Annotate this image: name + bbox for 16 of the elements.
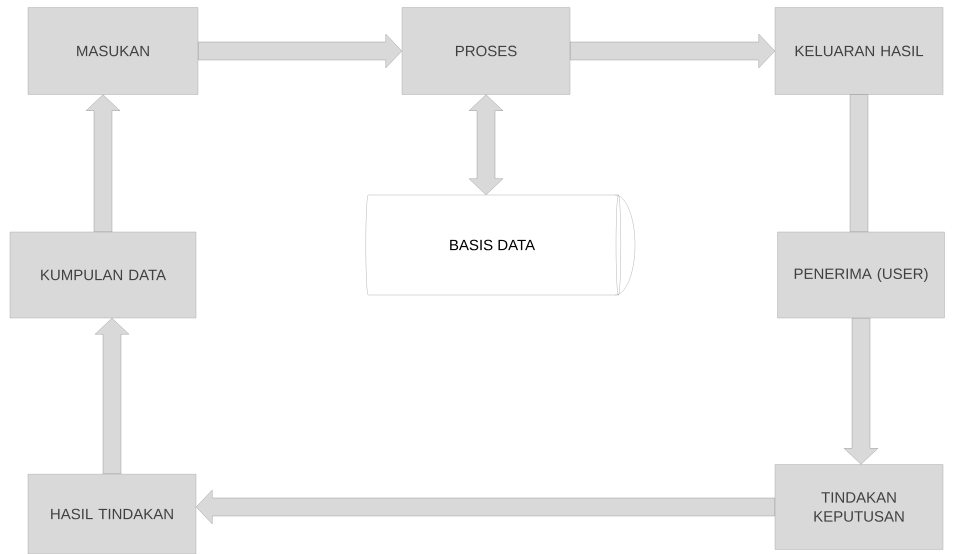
process-box: KUMPULAN DATA (10, 232, 196, 318)
block-arrow (850, 94, 868, 232)
cylinder: BASIS DATA (366, 194, 636, 296)
block-arrow (86, 94, 120, 232)
block-arrow (196, 490, 775, 524)
process-box: TINDAKAN KEPUTUSAN (774, 464, 944, 550)
block-arrow (468, 94, 504, 195)
process-box: PENERIMA (USER) (777, 232, 945, 318)
process-box: HASIL TINDAKAN (28, 474, 196, 554)
process-box: MASUKAN (28, 7, 198, 95)
block-arrow (570, 34, 775, 68)
block-arrow (94, 318, 130, 474)
block-arrow (844, 318, 878, 464)
block-arrow (198, 34, 402, 68)
process-box: KELUARAN HASIL (774, 7, 944, 95)
process-box: PROSES (402, 7, 570, 95)
